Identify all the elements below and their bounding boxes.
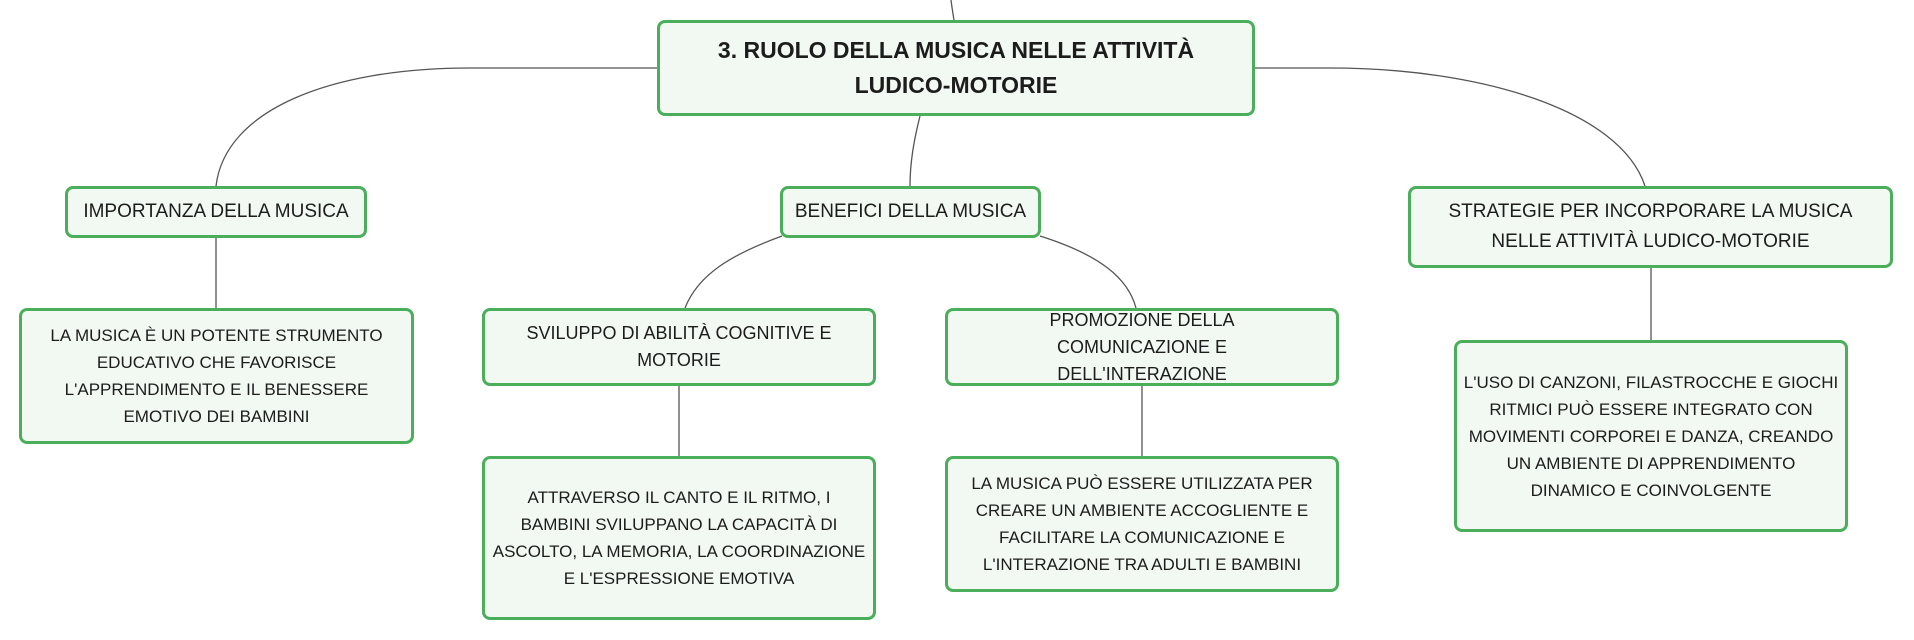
leaf-node-strategie[interactable]: L'USO DI CANZONI, FILASTROCCHE E GIOCHI … xyxy=(1454,340,1848,532)
root-node-label: 3. RUOLO DELLA MUSICA NELLE ATTIVITÀ LUD… xyxy=(717,37,1195,98)
leaf-node-sviluppo[interactable]: ATTRAVERSO IL CANTO E IL RITMO, I BAMBIN… xyxy=(482,456,876,620)
connector-parent-to-root xyxy=(950,0,955,21)
leaf-node-promozione-label: LA MUSICA PUÒ ESSERE UTILIZZATA PER CREA… xyxy=(971,474,1313,574)
subbranch-node-sviluppo[interactable]: SVILUPPO DI ABILITÀ COGNITIVE E MOTORIE xyxy=(482,308,876,386)
branch-node-benefici-label: BENEFICI DELLA MUSICA xyxy=(794,201,1027,222)
leaf-node-importanza-label: LA MUSICA È UN POTENTE STRUMENTO EDUCATI… xyxy=(50,326,383,426)
subbranch-node-promozione[interactable]: PROMOZIONE DELLA COMUNICAZIONE E DELL'IN… xyxy=(945,308,1339,386)
branch-node-importanza-label: IMPORTANZA DELLA MUSICA xyxy=(83,201,349,222)
connector-root-to-importanza xyxy=(215,67,657,187)
connector-root-to-benefici xyxy=(909,115,921,187)
leaf-node-strategie-label: L'USO DI CANZONI, FILASTROCCHE E GIOCHI … xyxy=(1463,372,1839,500)
branch-node-strategie-label: STRATEGIE PER INCORPORARE LA MUSICA NELL… xyxy=(1448,201,1853,252)
connector-root-to-strategie xyxy=(1255,67,1646,187)
root-node[interactable]: 3. RUOLO DELLA MUSICA NELLE ATTIVITÀ LUD… xyxy=(657,20,1255,116)
leaf-node-importanza[interactable]: LA MUSICA È UN POTENTE STRUMENTO EDUCATI… xyxy=(19,308,414,444)
leaf-node-sviluppo-label: ATTRAVERSO IL CANTO E IL RITMO, I BAMBIN… xyxy=(492,488,866,588)
connector-benefici-to-sviluppo xyxy=(684,235,783,309)
branch-node-strategie[interactable]: STRATEGIE PER INCORPORARE LA MUSICA NELL… xyxy=(1408,186,1893,268)
subbranch-node-sviluppo-label: SVILUPPO DI ABILITÀ COGNITIVE E MOTORIE xyxy=(526,323,832,370)
branch-node-importanza[interactable]: IMPORTANZA DELLA MUSICA xyxy=(65,186,367,238)
branch-node-benefici[interactable]: BENEFICI DELLA MUSICA xyxy=(780,186,1041,238)
subbranch-node-promozione-label: PROMOZIONE DELLA COMUNICAZIONE E DELL'IN… xyxy=(1049,309,1235,384)
connector-benefici-to-promozione xyxy=(1039,235,1137,309)
leaf-node-promozione[interactable]: LA MUSICA PUÒ ESSERE UTILIZZATA PER CREA… xyxy=(945,456,1339,592)
